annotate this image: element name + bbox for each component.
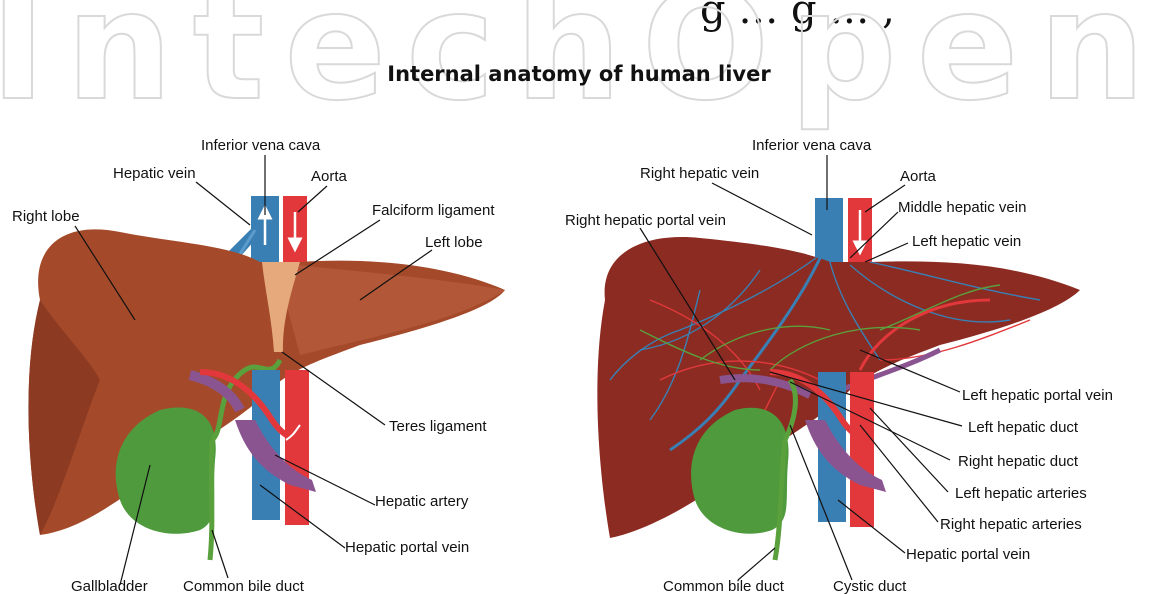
right-liver-illustration bbox=[597, 198, 1080, 560]
label-left-lobe: Left lobe bbox=[425, 234, 483, 251]
label-inferior-vena-cava-left: Inferior vena cava bbox=[201, 137, 321, 154]
label-cystic-duct: Cystic duct bbox=[833, 578, 907, 594]
label-falciform-ligament: Falciform ligament bbox=[372, 202, 495, 219]
label-right-hepatic-portal-vein: Right hepatic portal vein bbox=[565, 212, 726, 229]
label-hepatic-artery-left: Hepatic artery bbox=[375, 493, 469, 510]
label-aorta-right: Aorta bbox=[900, 168, 937, 185]
label-left-hepatic-portal-vein: Left hepatic portal vein bbox=[962, 387, 1113, 404]
label-right-hepatic-duct: Right hepatic duct bbox=[958, 453, 1079, 470]
label-right-lobe-left: Right lobe bbox=[12, 208, 80, 225]
label-left-hepatic-arteries: Left hepatic arteries bbox=[955, 485, 1087, 502]
label-right-hepatic-arteries: Right hepatic arteries bbox=[940, 516, 1082, 533]
left-aorta-lower bbox=[285, 370, 309, 525]
label-left-hepatic-vein: Left hepatic vein bbox=[912, 233, 1021, 250]
label-right-hepatic-vein: Right hepatic vein bbox=[640, 165, 759, 182]
label-common-bile-duct-left: Common bile duct bbox=[183, 578, 305, 594]
label-left-hepatic-duct: Left hepatic duct bbox=[968, 419, 1079, 436]
label-middle-hepatic-vein: Middle hepatic vein bbox=[898, 199, 1026, 216]
label-hepatic-portal-vein-left: Hepatic portal vein bbox=[345, 539, 469, 556]
label-hepatic-vein-left: Hepatic vein bbox=[113, 165, 196, 182]
label-inferior-vena-cava-right: Inferior vena cava bbox=[752, 137, 872, 154]
label-teres-ligament: Teres ligament bbox=[389, 418, 487, 435]
label-aorta-left: Aorta bbox=[311, 168, 348, 185]
label-common-bile-duct-right: Common bile duct bbox=[663, 578, 785, 594]
label-hepatic-portal-vein-right: Hepatic portal vein bbox=[906, 546, 1030, 563]
label-gallbladder: Gallbladder bbox=[71, 578, 148, 594]
